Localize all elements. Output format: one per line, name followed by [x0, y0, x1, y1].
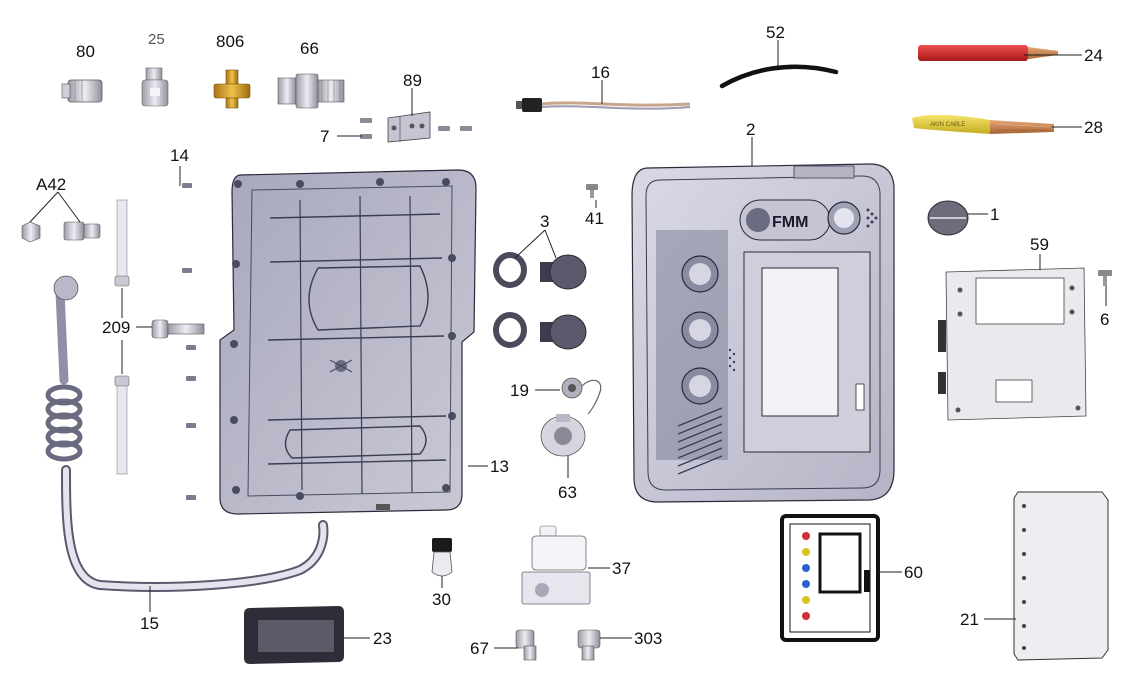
label-15: 15: [140, 614, 159, 633]
label-19: 19: [510, 381, 529, 400]
label-209: 209: [102, 318, 130, 337]
label-60: 60: [904, 563, 923, 582]
part-19-sensor: [561, 377, 602, 415]
part-30-connector: [431, 538, 453, 577]
part-23-gasket-plate: [244, 606, 344, 664]
part-21-mounting-plate: [1013, 491, 1109, 661]
label-80: 80: [76, 42, 95, 61]
label-59: 59: [1030, 235, 1049, 254]
part-209-tube-assembly: [114, 199, 205, 475]
part-2-front-housing: FMM: [631, 163, 895, 503]
label-7: 7: [320, 127, 329, 146]
part-67-elbow-fitting: [515, 629, 537, 661]
part-66-threaded-fitting: [277, 73, 345, 109]
label-89: 89: [403, 71, 422, 90]
part-60-instruction-label: [780, 514, 880, 642]
part-3-knobs-and-rings: [493, 252, 587, 350]
part-A42-nut-set: [21, 221, 101, 243]
label-14: 14: [170, 146, 189, 165]
part-52-black-cable: [719, 64, 839, 89]
part-24-red-cable: [918, 45, 1058, 61]
label-30: 30: [432, 590, 451, 609]
label-16: 16: [591, 63, 610, 82]
part-303-elbow-fitting: [577, 629, 601, 661]
part-89-bracket: [387, 111, 431, 143]
label-23: 23: [373, 629, 392, 648]
label-806: 806: [216, 32, 244, 51]
part-37-solenoid-valve: [521, 525, 591, 605]
label-25: 25: [148, 31, 165, 48]
part-15-hose-coil: [45, 275, 329, 592]
label-3: 3: [540, 212, 549, 231]
part-labels: 80 25 806 66 89 7 16 52 24 28 2 14 A42 3…: [36, 23, 1109, 658]
part-28-yellow-cable: AKIN CABLE: [912, 114, 1054, 134]
label-21: 21: [960, 610, 979, 629]
wire-print-text: AKIN CABLE: [930, 122, 965, 128]
label-13: 13: [490, 457, 509, 476]
part-16-wire-harness: [516, 98, 691, 112]
label-37: 37: [612, 559, 631, 578]
brand-logo-text: FMM: [772, 214, 808, 231]
label-63: 63: [558, 483, 577, 502]
part-6-screw: [1098, 270, 1112, 286]
leader-lines: [29, 40, 1107, 649]
part-7-screws: [360, 118, 472, 139]
label-24: 24: [1084, 46, 1103, 65]
part-63-flow-meter: [540, 414, 586, 457]
label-67: 67: [470, 639, 489, 658]
label-28: 28: [1084, 118, 1103, 137]
part-41-screw: [586, 184, 598, 198]
label-303: 303: [634, 629, 662, 648]
label-41: 41: [585, 209, 604, 228]
label-6: 6: [1100, 310, 1109, 329]
label-A42: A42: [36, 175, 66, 194]
part-806-brass-tee: [213, 69, 251, 109]
part-59-control-board: [938, 267, 1087, 421]
label-66: 66: [300, 39, 319, 58]
label-52: 52: [766, 23, 785, 42]
part-25-tee-fitting: [141, 67, 169, 107]
label-2: 2: [746, 120, 755, 139]
part-13-back-panel: [219, 169, 477, 515]
label-1: 1: [990, 205, 999, 224]
part-14-screws: [182, 183, 196, 500]
part-1-cap: [927, 200, 969, 236]
part-80-fitting: [61, 79, 103, 103]
